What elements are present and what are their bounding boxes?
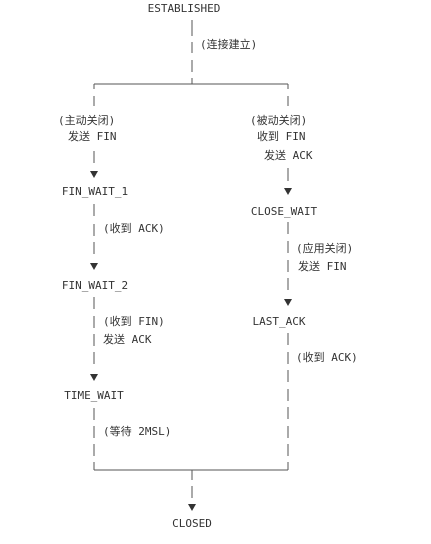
arrow-to-last-ack xyxy=(284,299,292,306)
note-send-ack-right: 发送 ACK xyxy=(264,149,313,162)
state-fin-wait-2: FIN_WAIT_2 xyxy=(61,279,129,292)
arrow-to-close-wait xyxy=(284,188,292,195)
note-send-ack-left: 发送 ACK xyxy=(103,333,152,346)
note-send-fin-right: 发送 FIN xyxy=(298,260,347,273)
note-passive-close: (被动关闭) xyxy=(250,114,308,127)
note-send-fin-left: 发送 FIN xyxy=(68,130,117,143)
arrow-to-time-wait xyxy=(90,374,98,381)
state-close-wait: CLOSE_WAIT xyxy=(250,205,318,218)
note-recv-fin-right: 收到 FIN xyxy=(257,130,306,143)
arrow-to-fin-wait-1 xyxy=(90,171,98,178)
note-recv-fin-left: (收到 FIN) xyxy=(103,315,165,328)
state-fin-wait-1: FIN_WAIT_1 xyxy=(61,185,129,198)
state-time-wait: TIME_WAIT xyxy=(64,389,124,402)
note-active-close: (主动关闭) xyxy=(58,114,116,127)
note-recv-ack-2: (收到 ACK) xyxy=(296,351,358,364)
state-last-ack: LAST_ACK xyxy=(252,315,306,328)
note-wait-2msl: (等待 2MSL) xyxy=(103,425,172,438)
state-closed: CLOSED xyxy=(172,517,212,530)
note-recv-ack-1: (收到 ACK) xyxy=(103,222,165,235)
arrow-to-closed xyxy=(188,504,196,511)
note-connection-established: (连接建立) xyxy=(200,38,258,51)
state-established: ESTABLISHED xyxy=(147,2,221,15)
arrow-to-fin-wait-2 xyxy=(90,263,98,270)
note-app-close: (应用关闭) xyxy=(296,242,354,255)
